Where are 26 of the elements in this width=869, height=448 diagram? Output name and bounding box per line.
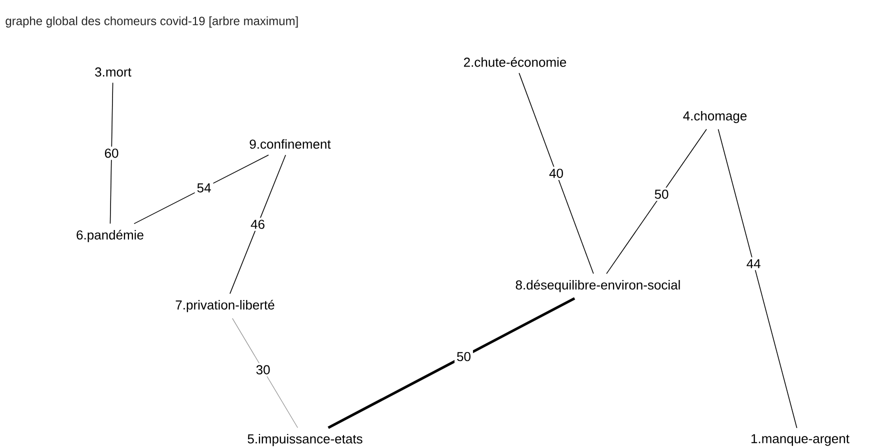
node-label: 1.manque-argent: [752, 434, 850, 446]
node-label: 7.privation-liberté: [176, 300, 274, 312]
edge-label: 30: [254, 363, 272, 376]
edge-label: 50: [454, 350, 473, 364]
node-label: 5.impuissance-etats: [248, 434, 362, 446]
edge-label: 44: [744, 257, 763, 270]
node-label: 3.mort: [95, 67, 132, 77]
connector: [230, 154, 286, 294]
node-label: 8.désequilibre-environ-social: [516, 280, 680, 292]
edge-label: 54: [194, 181, 214, 194]
connector: [328, 297, 576, 429]
edge-label: 60: [102, 146, 121, 160]
node-label: 9.confinement: [250, 139, 331, 149]
title: graphe global des chomeurs covid-19 [arbre maximum]: [6, 16, 298, 28]
node-label: 4.chomage: [683, 110, 747, 124]
edge-label: 40: [547, 166, 566, 180]
connector: [110, 82, 114, 224]
edge-label: 50: [652, 188, 671, 201]
connector: [718, 128, 798, 428]
node-label: 2.chute-économie: [464, 57, 566, 67]
edge-label: 46: [248, 218, 267, 231]
connector: [518, 72, 594, 274]
connector: [134, 154, 269, 224]
connector: [232, 318, 298, 428]
connector: [606, 128, 707, 274]
node-label: 6.pandémie: [76, 230, 144, 242]
